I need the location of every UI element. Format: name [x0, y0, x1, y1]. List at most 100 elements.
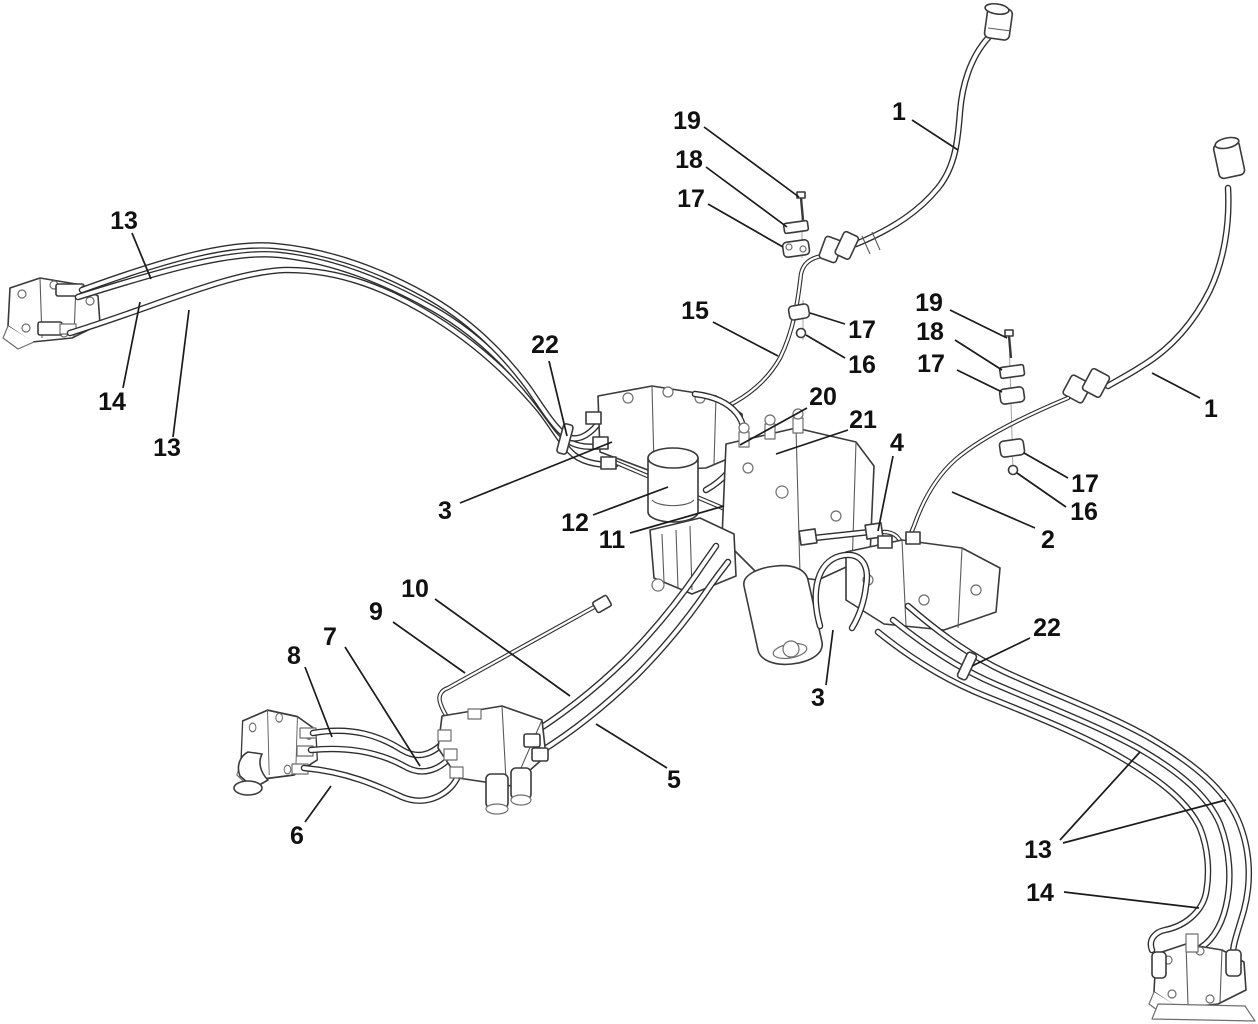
clamp-22-rear: [956, 651, 978, 681]
front-deck-assembly: [233, 542, 732, 815]
callout-1: 1: [892, 98, 906, 126]
callout-1: 1: [1204, 395, 1218, 423]
callout-3: 3: [811, 684, 825, 712]
front-valve-solenoid-2: [510, 767, 532, 800]
callout-18: 18: [916, 318, 944, 346]
hose-4-hex-left: [798, 528, 818, 546]
callout-19: 19: [673, 107, 701, 135]
tee-fitting-21c: [792, 417, 804, 434]
callout-17-leader: [809, 312, 846, 325]
callout-16: 16: [1070, 498, 1098, 526]
rear-motor-elbow-right: [1225, 949, 1242, 977]
front-valve-solenoid-2-end: [510, 794, 532, 806]
rear-motor-flange: [1151, 1003, 1256, 1022]
right-valve-edges: [901, 539, 963, 629]
bolt-19-right-head: [1004, 329, 1014, 337]
callout-4-leader: [877, 455, 894, 532]
hose-1-right-hex-2: [1081, 367, 1111, 399]
hose-1-hex-fitting-2: [834, 230, 860, 260]
rear-motor-top-fitting: [1185, 933, 1199, 953]
hose-3-right-u-core: [813, 553, 869, 630]
plate-18-right: [998, 363, 1026, 380]
callout-16: 16: [848, 351, 876, 379]
callout-14-leader: [1063, 891, 1200, 909]
callout-19-leader: [703, 126, 800, 198]
callout-22-leader: [548, 360, 568, 437]
oil-filter-rib: [651, 499, 695, 507]
left-pump-cap-2: [662, 386, 674, 398]
bolt-19-top: [799, 197, 805, 221]
callout-3-leader: [825, 629, 834, 686]
callout-10-leader: [434, 598, 571, 697]
callout-11: 11: [599, 526, 626, 554]
right-valve-assembly: [798, 522, 1001, 632]
center-pump-bolt-2: [775, 485, 789, 499]
nut-16-mid: [795, 327, 807, 339]
left-motor-lower-fitting: [37, 321, 63, 336]
callout-15-leader: [712, 321, 779, 357]
hose-10-core: [523, 544, 718, 740]
front-valve-top-fitting: [467, 708, 482, 720]
callout-17: 17: [677, 185, 705, 213]
callout-16-leader: [1016, 472, 1067, 508]
callout-22: 22: [1033, 614, 1061, 642]
callout-layer: 1123345678910111213131314141516161717171…: [98, 98, 1227, 909]
hose-4-core: [812, 530, 872, 540]
callout-7: 7: [323, 623, 337, 651]
canister-bottom-port: [782, 640, 800, 658]
callout-14: 14: [1026, 879, 1054, 907]
callout-20: 20: [809, 383, 837, 411]
hose-1-top-end-cap: [984, 2, 1010, 16]
callout-17: 17: [848, 316, 876, 344]
front-motor-elbow-flange: [233, 780, 263, 796]
hose-14-front-core: [76, 252, 610, 449]
tube-9-end-fitting: [592, 594, 612, 614]
clamp-17-right: [998, 386, 1026, 405]
callout-13: 13: [110, 207, 138, 235]
right-valve-bolt-3: [970, 584, 982, 596]
hose-13-rear-a-core: [906, 604, 1251, 962]
hose-13-rear-b: [889, 616, 1233, 954]
callout-14-leader: [122, 301, 141, 389]
front-valve-fitting-c: [449, 766, 464, 779]
callout-13-leader: [131, 232, 152, 280]
callout-8: 8: [287, 642, 301, 670]
callout-12: 12: [561, 509, 589, 537]
canister: [743, 564, 823, 666]
front-valve-fitting-b: [443, 748, 458, 761]
callout-17-leader: [707, 203, 784, 248]
callout-5: 5: [667, 766, 681, 794]
hose-5-hex: [531, 747, 549, 762]
clamp-17-right-lower: [998, 438, 1026, 458]
callout-22: 22: [531, 331, 559, 359]
rear-right-hose-group: [874, 602, 1256, 1022]
callout-8-leader: [304, 666, 333, 738]
hose-14-rear-core: [876, 630, 1210, 952]
bolt-19-right: [1007, 335, 1013, 359]
callout-12-leader: [592, 486, 669, 516]
callout-13-leader: [1059, 751, 1141, 841]
clamp-22-front: [556, 423, 574, 455]
hose-1-right-hex: [1062, 374, 1092, 404]
nut-16-right: [1007, 464, 1019, 476]
front-valve-solenoid: [485, 773, 509, 809]
callout-7-leader: [344, 646, 421, 767]
callout-13-leader: [172, 309, 190, 438]
callout-19: 19: [915, 289, 943, 317]
callout-17-leader: [956, 369, 1003, 393]
callout-16-leader: [805, 334, 846, 359]
callout-13: 13: [1024, 836, 1052, 864]
callout-21-leader: [775, 429, 849, 455]
clamp-17-top-hole-2: [799, 245, 807, 253]
hose-7-core: [309, 747, 454, 774]
callout-6-leader: [304, 785, 332, 823]
tee-fitting-21b-cap: [764, 414, 776, 426]
callout-10: 10: [401, 575, 429, 603]
callout-22-leader: [971, 637, 1031, 667]
clamp-17-top-hole: [785, 243, 793, 251]
hose-1-right-group: [888, 136, 1246, 563]
callout-19-leader: [949, 309, 1008, 339]
callout-18-leader: [705, 166, 788, 228]
callout-20-leader: [739, 407, 808, 446]
